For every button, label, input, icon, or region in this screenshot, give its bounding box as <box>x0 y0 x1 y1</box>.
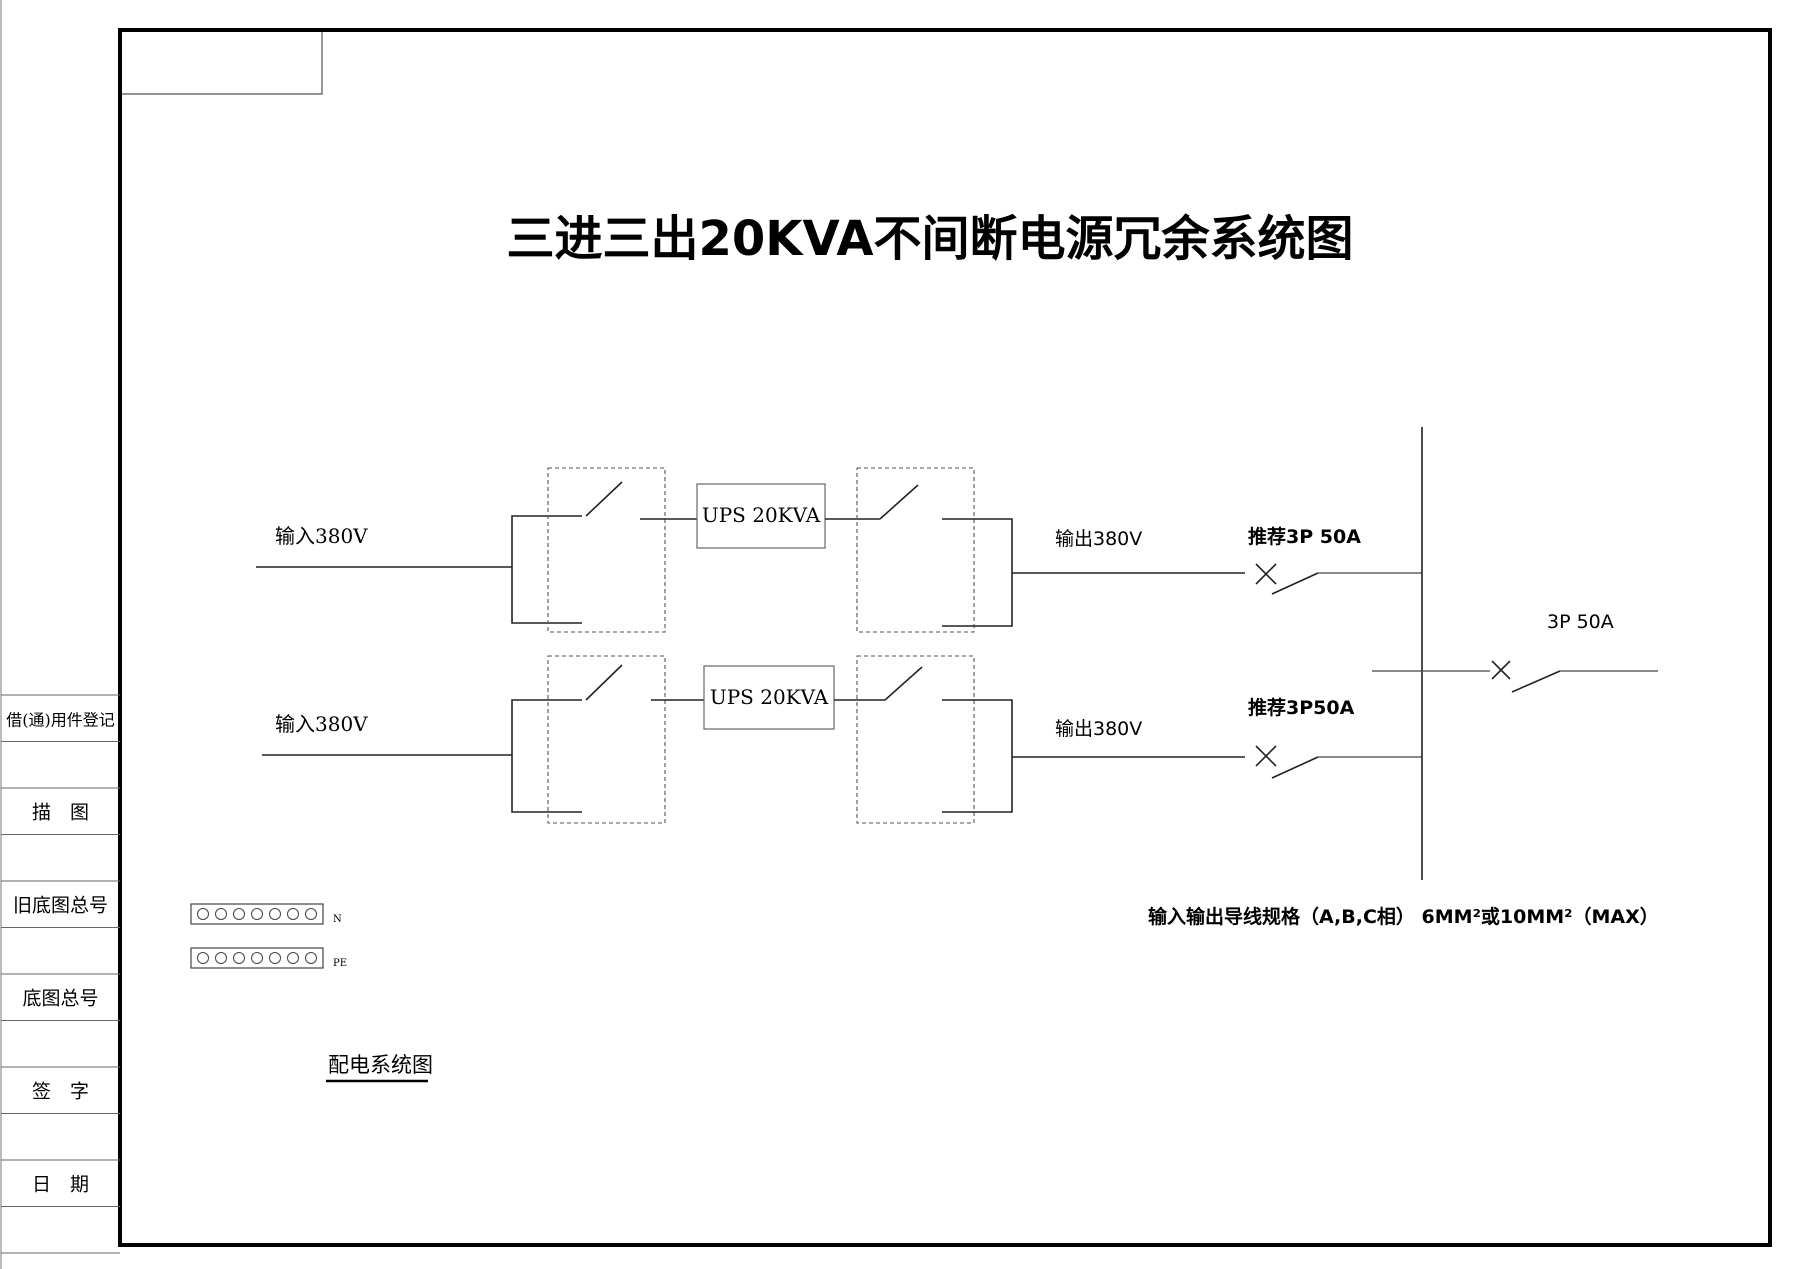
side-panel-label: 日 期 <box>32 1173 89 1195</box>
terminal-hole <box>287 908 299 920</box>
terminal-hole <box>251 952 263 964</box>
terminal-hole <box>287 952 299 964</box>
branch-2: 输入380V UPS 20KVA 输出380V 推荐3P50A <box>262 655 1422 824</box>
branch-1-output-switch-box <box>856 467 975 633</box>
branch-2-input-switch-box <box>547 655 666 824</box>
terminal-strip-1 <box>190 947 324 969</box>
branch-2-output-label: 输出380V <box>1055 718 1142 740</box>
terminal-hole <box>197 908 209 920</box>
branch-1-input-label: 输入380V <box>275 524 368 548</box>
branch-2-breaker-symbol <box>1255 745 1319 779</box>
branch-2-output-switch-box <box>856 655 975 824</box>
diagram-caption: 配电系统图 <box>328 1053 433 1077</box>
terminal-label: N <box>333 914 342 925</box>
branch-1-breaker-label: 推荐3P 50A <box>1248 525 1361 548</box>
terminal-hole <box>233 908 245 920</box>
branch-1-ups-label: UPS 20KVA <box>702 503 821 527</box>
main-breaker-symbol <box>1491 660 1561 693</box>
wire-spec-note: 输入输出导线规格（A,B,C相） 6MM²或10MM²（MAX） <box>1148 905 1659 928</box>
branch-2-ups-label: UPS 20KVA <box>710 685 829 709</box>
corner-title-box <box>122 32 323 95</box>
terminal-label: PE <box>333 958 347 969</box>
side-panel-label: 旧底图总号 <box>13 894 108 916</box>
branch-1-output-label: 输出380V <box>1055 528 1142 550</box>
branch-1-ups-box <box>696 483 826 549</box>
terminal-hole <box>215 908 227 920</box>
terminal-hole <box>269 908 281 920</box>
branch-1: 输入380V UPS 20KVA 输出380V 推荐3P 50A <box>256 467 1422 633</box>
terminal-hole <box>269 952 281 964</box>
terminal-hole <box>233 952 245 964</box>
diagram-title: 三进三出20KVA不间断电源冗余系统图 <box>506 211 1353 267</box>
terminal-strip-0 <box>190 903 324 925</box>
branch-1-breaker-symbol <box>1255 563 1319 595</box>
terminal-hole <box>305 908 317 920</box>
side-panel-label: 描 图 <box>32 801 89 823</box>
branch-2-input-label: 输入380V <box>275 712 368 736</box>
terminal-hole <box>197 952 209 964</box>
branch-1-input-switch-box <box>547 467 666 633</box>
terminal-hole <box>305 952 317 964</box>
side-panel-label: 签 字 <box>32 1080 89 1102</box>
main-breaker-label: 3P 50A <box>1547 611 1614 633</box>
drawing-frame <box>118 28 1772 1247</box>
terminal-strips: N PE <box>190 903 347 969</box>
branch-2-breaker-label: 推荐3P50A <box>1248 696 1355 719</box>
branch-2-ups-box <box>703 665 835 730</box>
side-panel-label: 借(通)用件登记 <box>6 710 115 729</box>
terminal-hole <box>251 908 263 920</box>
side-panel-label: 底图总号 <box>22 987 98 1009</box>
terminal-hole <box>215 952 227 964</box>
